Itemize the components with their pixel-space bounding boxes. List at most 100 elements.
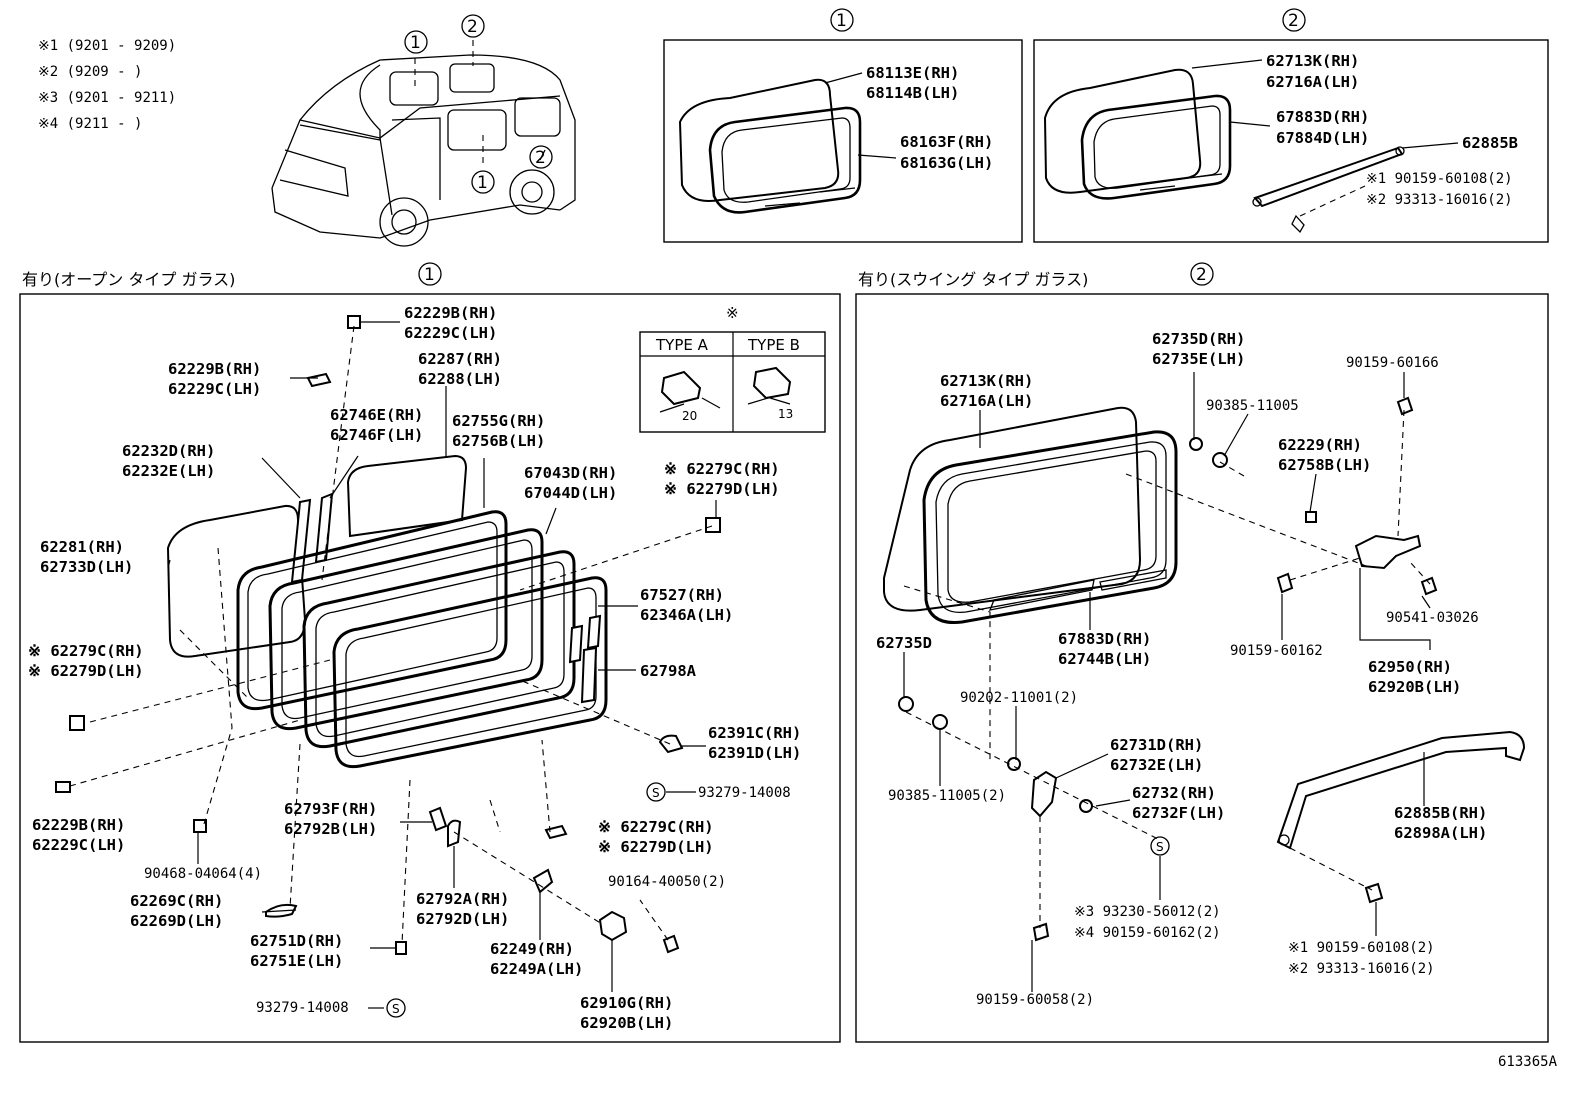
cap-62732 — [1079, 799, 1093, 813]
label-90468-04064: 90468-04064(4) — [144, 866, 262, 882]
label-62920B-left: 62920B(LH) — [580, 1014, 673, 1032]
pad-62249 — [532, 868, 554, 894]
note-2: ※2 (9209 - ) — [38, 64, 142, 80]
bolt-90159-60166 — [1396, 396, 1414, 416]
label-62732E: 62732E(LH) — [1110, 756, 1203, 774]
clip-62229B-low — [55, 781, 71, 793]
label-90164-40050: 90164-40050(2) — [608, 874, 726, 890]
label-62792B: 62792B(LH) — [284, 820, 377, 838]
label-90541-03026: 90541-03026 — [1386, 610, 1479, 626]
swing-type-section: 有り(スウイング タイプ ガラス) 2 — [855, 262, 1549, 1043]
label-62798A: 62798A — [640, 662, 697, 680]
label-90202-11001: 90202-11001(2) — [960, 690, 1078, 706]
pad-62792A — [447, 819, 462, 848]
weatherstrip-frame — [708, 106, 862, 214]
label-62731D: 62731D(RH) — [1110, 736, 1203, 754]
swing-weatherstrip — [1080, 94, 1232, 200]
open-type-heading: 有り(オープン タイプ ガラス) — [22, 270, 235, 289]
swing-glass-pane — [1043, 68, 1202, 194]
swing-frame-seal — [922, 430, 1178, 625]
type-b-dim: 13 — [778, 407, 793, 421]
label-62746E: 62746E(RH) — [330, 406, 423, 424]
type-a-dim: 20 — [682, 409, 697, 423]
type-detail-box: ※ TYPE A TYPE B 20 13 — [639, 304, 826, 433]
label-62281: 62281(RH) — [40, 538, 124, 556]
label-67884D-top: 67884D(LH) — [1276, 129, 1369, 147]
label-62249: 62249(RH) — [490, 940, 574, 958]
note-1: ※1 (9201 - 9209) — [38, 38, 176, 54]
label-67044D: 67044D(LH) — [524, 484, 617, 502]
screw-90541 — [1420, 576, 1438, 596]
label-62756B: 62756B(LH) — [452, 432, 545, 450]
note-4: ※4 (9211 - ) — [38, 116, 142, 132]
frame-layer-3 — [302, 550, 576, 749]
label-62229B-a: 62229B(RH) — [404, 304, 497, 322]
frame-layer-4 — [332, 576, 608, 769]
label-68163F: 68163F(RH) — [900, 133, 993, 151]
roof-window-1 — [389, 71, 439, 106]
van-marker-2b: 2 — [535, 148, 546, 168]
front-wheel — [379, 197, 429, 247]
van-marker-1: 1 — [410, 33, 421, 53]
cap-62735D-low — [898, 696, 914, 712]
label-62279C-a: ※ 62279C(RH) — [664, 460, 780, 478]
swing-type-heading: 有り(スウイング タイプ ガラス) — [858, 270, 1088, 289]
label-90385-11005: 90385-11005 — [1206, 398, 1299, 414]
label-62910G: 62910G(RH) — [580, 994, 673, 1012]
side-window-1 — [447, 109, 507, 151]
label-62735D-low: 62735D — [876, 634, 932, 652]
label-62391C: 62391C(RH) — [708, 724, 801, 742]
label-62288: 62288(LH) — [418, 370, 502, 388]
label-62898A: 62898A(LH) — [1394, 824, 1487, 842]
label-62733D: 62733D(LH) — [40, 558, 133, 576]
figure-id: 613365A — [1498, 1054, 1558, 1070]
label-62716A: 62716A(LH) — [940, 392, 1033, 410]
label-62716A-top: 62716A(LH) — [1266, 73, 1359, 91]
label-67527: 67527(RH) — [640, 586, 724, 604]
clip-62229B-mid — [306, 372, 332, 388]
label-62269C: 62269C(RH) — [130, 892, 223, 910]
label-93279-14008-b: 93279-14008 — [256, 1000, 349, 1016]
bolt-90159-60162 — [1276, 572, 1294, 594]
label-62732: 62732(RH) — [1132, 784, 1216, 802]
s-marker-left-1: S — [652, 786, 660, 800]
type-asterisk: ※ — [726, 304, 739, 322]
stay-62885B — [1276, 730, 1526, 850]
label-62885B-top: 62885B — [1462, 134, 1518, 152]
label-67883D-top: 67883D(RH) — [1276, 108, 1369, 126]
label-62279D-a: ※ 62279D(LH) — [664, 480, 780, 498]
label-62735E: 62735E(LH) — [1152, 350, 1245, 368]
label-62269D: 62269D(LH) — [130, 912, 223, 930]
open-window-assembly: S S — [28, 304, 801, 1032]
bolt-90159-60108 — [1364, 882, 1384, 904]
label-62279C-c: ※ 62279C(RH) — [598, 818, 714, 836]
frame-layer-2 — [268, 528, 544, 731]
van-marker-2a: 2 — [467, 17, 478, 37]
label-62755G: 62755G(RH) — [452, 412, 545, 430]
label-90159-60108-top: ※1 90159-60108(2) — [1366, 171, 1513, 187]
label-62249A: 62249A(LH) — [490, 960, 583, 978]
panel-2-marker: 2 — [1288, 11, 1299, 31]
cap-62735D — [1189, 437, 1203, 451]
rear-wheel — [509, 169, 555, 215]
cap-62391C — [658, 734, 684, 754]
label-62713K: 62713K(RH) — [940, 372, 1033, 390]
bolt-90159-60058 — [1032, 922, 1050, 942]
label-62279C-b: ※ 62279C(RH) — [28, 642, 144, 660]
top-panel-1: 1 68113E(RH) 68114B(LH) 68163F(RH) 68163… — [663, 8, 1023, 243]
label-62746F: 62746F(LH) — [330, 426, 423, 444]
label-62744B: 62744B(LH) — [1058, 650, 1151, 668]
label-62793F: 62793F(RH) — [284, 800, 377, 818]
clip-62229 — [1305, 511, 1317, 523]
bracket-62793F — [428, 806, 448, 832]
clip-90468 — [193, 819, 207, 833]
label-62279D-b: ※ 62279D(LH) — [28, 662, 144, 680]
label-62758B: 62758B(LH) — [1278, 456, 1371, 474]
latch-62910G — [598, 910, 628, 942]
top-panel-2: 2 62713K(RH) 62716A(LH) 67883D(RH) 67884… — [1033, 8, 1549, 243]
swing-glass — [883, 406, 1142, 612]
open-type-frame — [19, 293, 841, 1043]
panel-1-frame — [663, 39, 1023, 243]
label-62792A: 62792A(RH) — [416, 890, 509, 908]
